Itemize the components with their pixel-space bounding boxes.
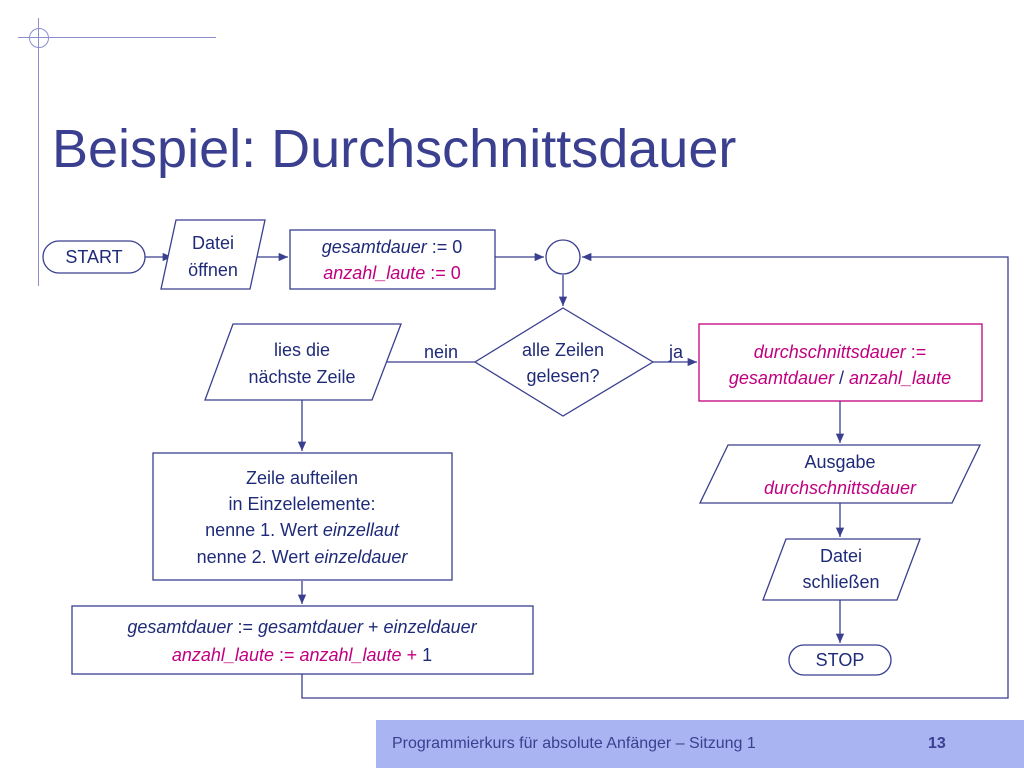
decision-diamond xyxy=(473,307,655,417)
decor-circle xyxy=(29,28,49,48)
split-line4: nenne 2. Wert einzeldauer xyxy=(197,547,409,567)
init-line2: anzahl_laute := 0 xyxy=(323,263,461,283)
split-process xyxy=(152,452,453,581)
start-terminal xyxy=(42,240,146,274)
update-line1: gesamtdauer := gesamtdauer + einzeldauer xyxy=(127,617,477,637)
page-number: 13 xyxy=(928,735,946,752)
join-connector xyxy=(545,239,581,275)
slide-title: Beispiel: Durchschnittsdauer xyxy=(52,119,737,179)
start-label: START xyxy=(65,247,122,267)
decor-vertical-line xyxy=(38,18,39,286)
output-io xyxy=(698,444,982,504)
footer-text: Programmierkurs für absolute Anfänger – … xyxy=(392,735,756,752)
open-file-io xyxy=(160,219,266,290)
split-line3: nenne 1. Wert einzellaut xyxy=(205,520,400,540)
update-line2: anzahl_laute := anzahl_laute + 1 xyxy=(172,645,432,665)
update-process xyxy=(71,605,534,675)
compute-line2: gesamtdauer / anzahl_laute xyxy=(729,368,951,388)
read-line-io xyxy=(204,323,402,401)
init-line1: gesamtdauer := 0 xyxy=(322,237,463,257)
compute-process xyxy=(698,323,983,402)
close-file-line2: schließen xyxy=(802,572,879,592)
open-file-line2: öffnen xyxy=(188,260,238,280)
close-file-line1: Datei xyxy=(820,546,862,566)
output-line2: durchschnittsdauer xyxy=(764,478,917,498)
label-no: nein xyxy=(424,342,458,362)
split-line2: in Einzelelemente: xyxy=(228,494,375,514)
open-file-line1: Datei xyxy=(192,233,234,253)
slide-footer: Programmierkurs für absolute Anfänger – … xyxy=(376,720,1024,768)
init-process xyxy=(289,229,496,290)
loop-back-line xyxy=(301,252,1009,699)
split-line1: Zeile aufteilen xyxy=(246,468,358,488)
connectors xyxy=(145,252,1009,699)
decor-horizontal-line xyxy=(18,37,216,38)
read-line-line2: nächste Zeile xyxy=(248,367,355,387)
output-line1: Ausgabe xyxy=(804,452,875,472)
stop-terminal xyxy=(788,644,892,676)
decision-line2: gelesen? xyxy=(526,366,599,386)
stop-label: STOP xyxy=(816,650,865,670)
close-file-io xyxy=(762,538,921,601)
decision-line1: alle Zeilen xyxy=(522,340,604,360)
label-yes: ja xyxy=(668,342,684,362)
compute-line1: durchschnittsdauer := xyxy=(754,342,927,362)
read-line-line1: lies die xyxy=(274,340,330,360)
